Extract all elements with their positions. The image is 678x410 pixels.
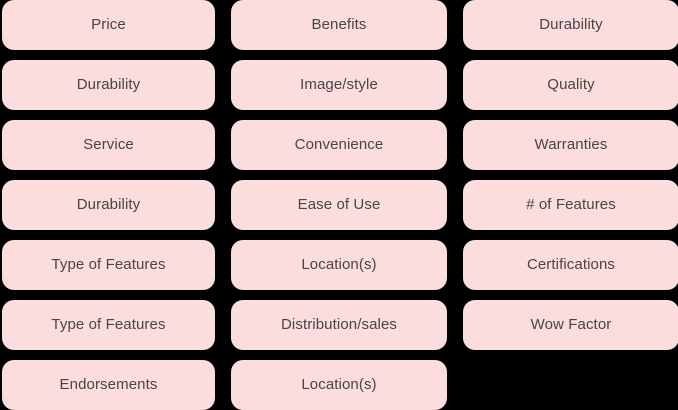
attribute-card[interactable]: Wow Factor xyxy=(463,300,678,350)
attribute-card-label: Durability xyxy=(539,15,603,33)
attribute-card[interactable]: Type of Features xyxy=(2,240,215,290)
attribute-card-label: Endorsements xyxy=(59,375,158,393)
attribute-card-label: Ease of Use xyxy=(297,195,381,213)
attribute-card-label: Wow Factor xyxy=(530,315,612,333)
attribute-card[interactable]: Ease of Use xyxy=(231,180,447,230)
attribute-card-label: Certifications xyxy=(526,255,616,273)
attribute-card[interactable]: Quality xyxy=(463,60,678,110)
attribute-card-label: Warranties xyxy=(534,135,608,153)
attribute-card-label: Service xyxy=(83,135,134,153)
attribute-card-label: Durability xyxy=(76,195,141,213)
attribute-card[interactable]: Durability xyxy=(2,180,215,230)
attribute-card[interactable]: Benefits xyxy=(231,0,447,50)
attribute-card[interactable]: Location(s) xyxy=(231,360,447,410)
attribute-card-label: Convenience xyxy=(294,135,384,153)
card-slot-empty xyxy=(463,360,678,410)
attribute-card-label: Type of Features xyxy=(51,315,166,333)
attribute-card-label: Benefits xyxy=(311,15,367,33)
attribute-card-label: Image/style xyxy=(300,75,378,93)
attribute-card[interactable]: Endorsements xyxy=(2,360,215,410)
attribute-card[interactable]: Distribution/sales xyxy=(231,300,447,350)
attribute-card-label: Quality xyxy=(547,75,595,93)
attribute-card-label: Location(s) xyxy=(301,255,377,273)
attribute-card[interactable]: # of Features xyxy=(463,180,678,230)
attribute-card[interactable]: Convenience xyxy=(231,120,447,170)
attribute-card[interactable]: Certifications xyxy=(463,240,678,290)
attribute-card-label: Distribution/sales xyxy=(280,315,397,333)
attribute-card[interactable]: Warranties xyxy=(463,120,678,170)
attribute-card-label: Durability xyxy=(76,75,141,93)
attribute-card-label: Location(s) xyxy=(301,375,377,393)
attribute-card[interactable]: Service xyxy=(2,120,215,170)
attribute-card[interactable]: Price xyxy=(2,0,215,50)
attribute-card[interactable]: Durability xyxy=(463,0,678,50)
attribute-card-label: Type of Features xyxy=(51,255,166,273)
attribute-card-label: Price xyxy=(91,15,126,33)
attribute-card[interactable]: Type of Features xyxy=(2,300,215,350)
attribute-card[interactable]: Durability xyxy=(2,60,215,110)
attribute-card-label: # of Features xyxy=(526,195,616,213)
attribute-card[interactable]: Location(s) xyxy=(231,240,447,290)
attribute-card[interactable]: Image/style xyxy=(231,60,447,110)
